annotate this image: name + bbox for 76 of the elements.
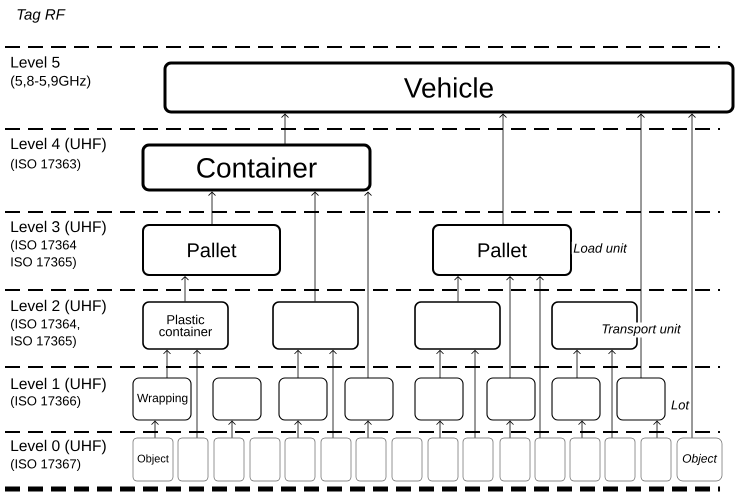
arrow bbox=[454, 276, 462, 302]
arrow bbox=[163, 350, 171, 378]
transport-unit-box: Plastic container bbox=[142, 301, 229, 350]
lot-box bbox=[344, 377, 394, 421]
arrow bbox=[688, 114, 696, 438]
arrow bbox=[637, 114, 645, 378]
level-label: Level 2 (UHF) bbox=[11, 300, 106, 314]
category-label: Lot bbox=[669, 398, 691, 412]
arrow bbox=[499, 114, 507, 224]
arrow bbox=[506, 276, 514, 378]
standard-label: (ISO 17367) bbox=[11, 458, 80, 472]
transport-unit-box bbox=[272, 301, 359, 350]
arrow bbox=[578, 420, 586, 438]
object-box bbox=[534, 438, 566, 482]
arrow bbox=[311, 192, 319, 302]
vehicle-box: Vehicle bbox=[164, 62, 734, 114]
object-box bbox=[604, 438, 636, 482]
level-label: Level 0 (UHF) bbox=[11, 440, 106, 454]
pallet-box: Pallet bbox=[142, 224, 281, 276]
transport-unit-box bbox=[414, 301, 501, 350]
level-label: Level 4 (UHF) bbox=[11, 138, 106, 152]
object-box bbox=[214, 438, 244, 482]
standard-label: (ISO 17366) bbox=[11, 396, 80, 408]
object-box bbox=[284, 438, 316, 482]
standard-label: (ISO 17364 bbox=[11, 240, 76, 252]
object-box: Object bbox=[132, 438, 174, 482]
lot-box bbox=[212, 377, 262, 421]
standard-label: (ISO 17364, bbox=[11, 318, 80, 332]
arrow bbox=[364, 192, 372, 378]
arrow bbox=[294, 420, 302, 438]
arrow bbox=[506, 420, 514, 438]
lot-box bbox=[551, 377, 601, 421]
standard-label: (ISO 17363) bbox=[11, 158, 80, 172]
lot-box bbox=[616, 377, 666, 421]
arrow bbox=[228, 420, 236, 438]
arrow bbox=[536, 276, 544, 438]
frequency-label: (5,8-5,9GHz) bbox=[11, 75, 90, 89]
arrow bbox=[329, 350, 337, 438]
object-box bbox=[392, 438, 422, 482]
object-box bbox=[640, 438, 672, 482]
category-label: Transport unit bbox=[600, 322, 682, 338]
object-box bbox=[500, 438, 530, 482]
object-box bbox=[356, 438, 386, 482]
object-box bbox=[428, 438, 458, 482]
pallet-box: Pallet bbox=[432, 224, 572, 276]
container-box: Container bbox=[142, 144, 372, 192]
arrow bbox=[281, 114, 289, 144]
level-label: Level 3 (UHF) bbox=[11, 220, 106, 236]
lot-box bbox=[278, 377, 328, 421]
arrow bbox=[208, 192, 216, 224]
title: Tag RF bbox=[18, 9, 66, 23]
category-label: Load unit bbox=[572, 242, 628, 254]
object-box bbox=[462, 438, 494, 482]
arrow bbox=[193, 350, 201, 438]
arrow bbox=[608, 350, 616, 438]
arrow bbox=[294, 350, 302, 378]
standard-label: ISO 17365) bbox=[11, 256, 76, 270]
object-box: Object bbox=[676, 438, 722, 482]
object-box bbox=[250, 438, 280, 482]
arrow bbox=[573, 350, 581, 378]
arrow bbox=[364, 420, 372, 438]
arrow bbox=[471, 350, 479, 438]
arrow bbox=[181, 276, 189, 302]
object-box bbox=[320, 438, 352, 482]
level-label: Level 5 bbox=[11, 56, 60, 68]
lot-box bbox=[486, 377, 536, 421]
standard-label: ISO 17365) bbox=[11, 336, 76, 348]
lot-box bbox=[414, 377, 464, 421]
object-box bbox=[570, 438, 600, 482]
object-box bbox=[178, 438, 208, 482]
arrow bbox=[436, 420, 444, 438]
arrow bbox=[151, 420, 159, 438]
arrow bbox=[653, 420, 661, 438]
arrow bbox=[436, 350, 444, 378]
lot-box: Wrapping bbox=[132, 377, 192, 421]
level-label: Level 1 (UHF) bbox=[11, 378, 106, 392]
